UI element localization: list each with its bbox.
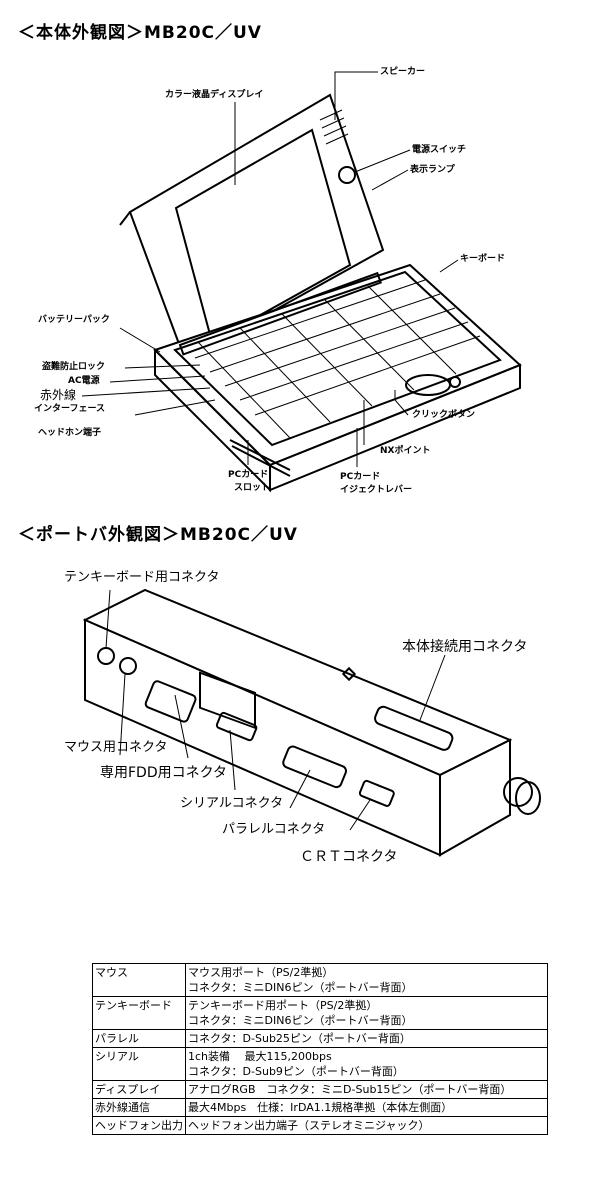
spec-value: ヘッドフォン出力端子（ステレオミニジャック）: [185, 1116, 548, 1135]
spec-value: 1ch装備 最大115,200bps コネクタ：D-Sub9ピン（ポートバー背面）: [185, 1047, 548, 1081]
label-click: クリックボタン: [412, 410, 476, 420]
label-display: カラー液晶ディスプレイ: [165, 90, 264, 100]
label-crt-connector: ＣＲＴコネクタ: [300, 849, 398, 865]
label-keyboard: キーボード: [460, 254, 506, 264]
label-tenkey-connector: テンキーボード用コネクタ: [64, 570, 220, 585]
port-bar-illustration: [82, 588, 541, 857]
spec-value: マウス用ポート（PS/2準拠） コネクタ：ミニDIN6ピン（ポートバー背面）: [185, 963, 548, 997]
label-serial-connector: シリアルコネクタ: [180, 796, 284, 811]
spec-key: ヘッドフォン出力: [92, 1116, 186, 1135]
label-pccard-eject-1: PCカード: [340, 472, 381, 482]
spec-value-line: コネクタ：D-Sub9ピン（ポートバー背面）: [188, 1065, 404, 1078]
label-pccard-eject-2: イジェクトレバー: [340, 485, 413, 495]
label-headphone: ヘッドホン端子: [38, 428, 102, 438]
heading-port-bar: ＜ポートバ外観図＞MB20C／UV: [18, 525, 298, 545]
heading-main-unit: ＜本体外観図＞MB20C／UV: [18, 23, 262, 43]
table-row: ディスプレイアナログRGB コネクタ：ミニD-Sub15ピン（ポートバー背面）: [92, 1080, 548, 1099]
label-fdd-connector: 専用FDD用コネクタ: [100, 765, 228, 781]
label-speaker: スピーカー: [380, 67, 426, 77]
spec-value-line: マウス用ポート（PS/2準拠）: [188, 966, 334, 979]
table-row: マウスマウス用ポート（PS/2準拠） コネクタ：ミニDIN6ピン（ポートバー背面）: [92, 963, 548, 997]
spec-key: テンキーボード: [92, 996, 186, 1030]
table-row: テンキーボードテンキーボード用ポート（PS/2準拠） コネクタ：ミニDIN6ピン（…: [92, 996, 548, 1030]
label-infrared-2: インターフェース: [34, 404, 106, 414]
spec-value-line: コネクタ：ミニDIN6ピン（ポートバー背面）: [188, 1014, 413, 1027]
label-indicator: 表示ランプ: [410, 165, 455, 175]
table-row: 赤外線通信最大4Mbps 仕様：IrDA1.1規格準拠（本体左側面）: [92, 1098, 548, 1117]
label-pccard-slot-1: PCカード: [228, 470, 269, 480]
label-infrared-1: 赤外線: [40, 388, 77, 402]
spec-value: 最大4Mbps 仕様：IrDA1.1規格準拠（本体左側面）: [185, 1098, 548, 1117]
laptop-illustration: [81, 71, 522, 493]
spec-value: コネクタ：D-Sub25ピン（ポートバー背面）: [185, 1029, 548, 1048]
spec-key: シリアル: [92, 1047, 186, 1081]
label-mouse-connector: マウス用コネクタ: [64, 740, 168, 755]
label-nx: NXポイント: [380, 446, 431, 456]
label-body-connector: 本体接続用コネクタ: [402, 639, 528, 655]
label-lock: 盗難防止ロック: [42, 362, 106, 372]
spec-value-line: 最大4Mbps 仕様：IrDA1.1規格準拠（本体左側面）: [188, 1101, 453, 1114]
table-row: ヘッドフォン出力ヘッドフォン出力端子（ステレオミニジャック）: [92, 1116, 548, 1135]
spec-key: マウス: [92, 963, 186, 997]
spec-value-line: コネクタ：ミニDIN6ピン（ポートバー背面）: [188, 981, 413, 994]
label-battery: バッテリーパック: [38, 315, 110, 325]
spec-key: 赤外線通信: [92, 1098, 186, 1117]
spec-value-line: 1ch装備 最大115,200bps: [188, 1050, 332, 1063]
label-power-switch: 電源スイッチ: [412, 145, 467, 155]
label-parallel-connector: パラレルコネクタ: [222, 822, 326, 837]
label-pccard-slot-2: スロット: [234, 483, 271, 493]
label-ac: AC電源: [68, 376, 100, 386]
spec-table: マウスマウス用ポート（PS/2準拠） コネクタ：ミニDIN6ピン（ポートバー背面）…: [92, 963, 548, 1135]
spec-value: テンキーボード用ポート（PS/2準拠） コネクタ：ミニDIN6ピン（ポートバー背面…: [185, 996, 548, 1030]
spec-value-line: ヘッドフォン出力端子（ステレオミニジャック）: [188, 1119, 430, 1132]
spec-value: アナログRGB コネクタ：ミニD-Sub15ピン（ポートバー背面）: [185, 1080, 548, 1099]
table-row: パラレルコネクタ：D-Sub25ピン（ポートバー背面）: [92, 1029, 548, 1048]
spec-value-line: コネクタ：D-Sub25ピン（ポートバー背面）: [188, 1032, 411, 1045]
spec-value-line: アナログRGB コネクタ：ミニD-Sub15ピン（ポートバー背面）: [188, 1083, 512, 1096]
spec-value-line: テンキーボード用ポート（PS/2準拠）: [188, 999, 378, 1012]
spec-key: パラレル: [92, 1029, 186, 1048]
spec-key: ディスプレイ: [92, 1080, 186, 1099]
